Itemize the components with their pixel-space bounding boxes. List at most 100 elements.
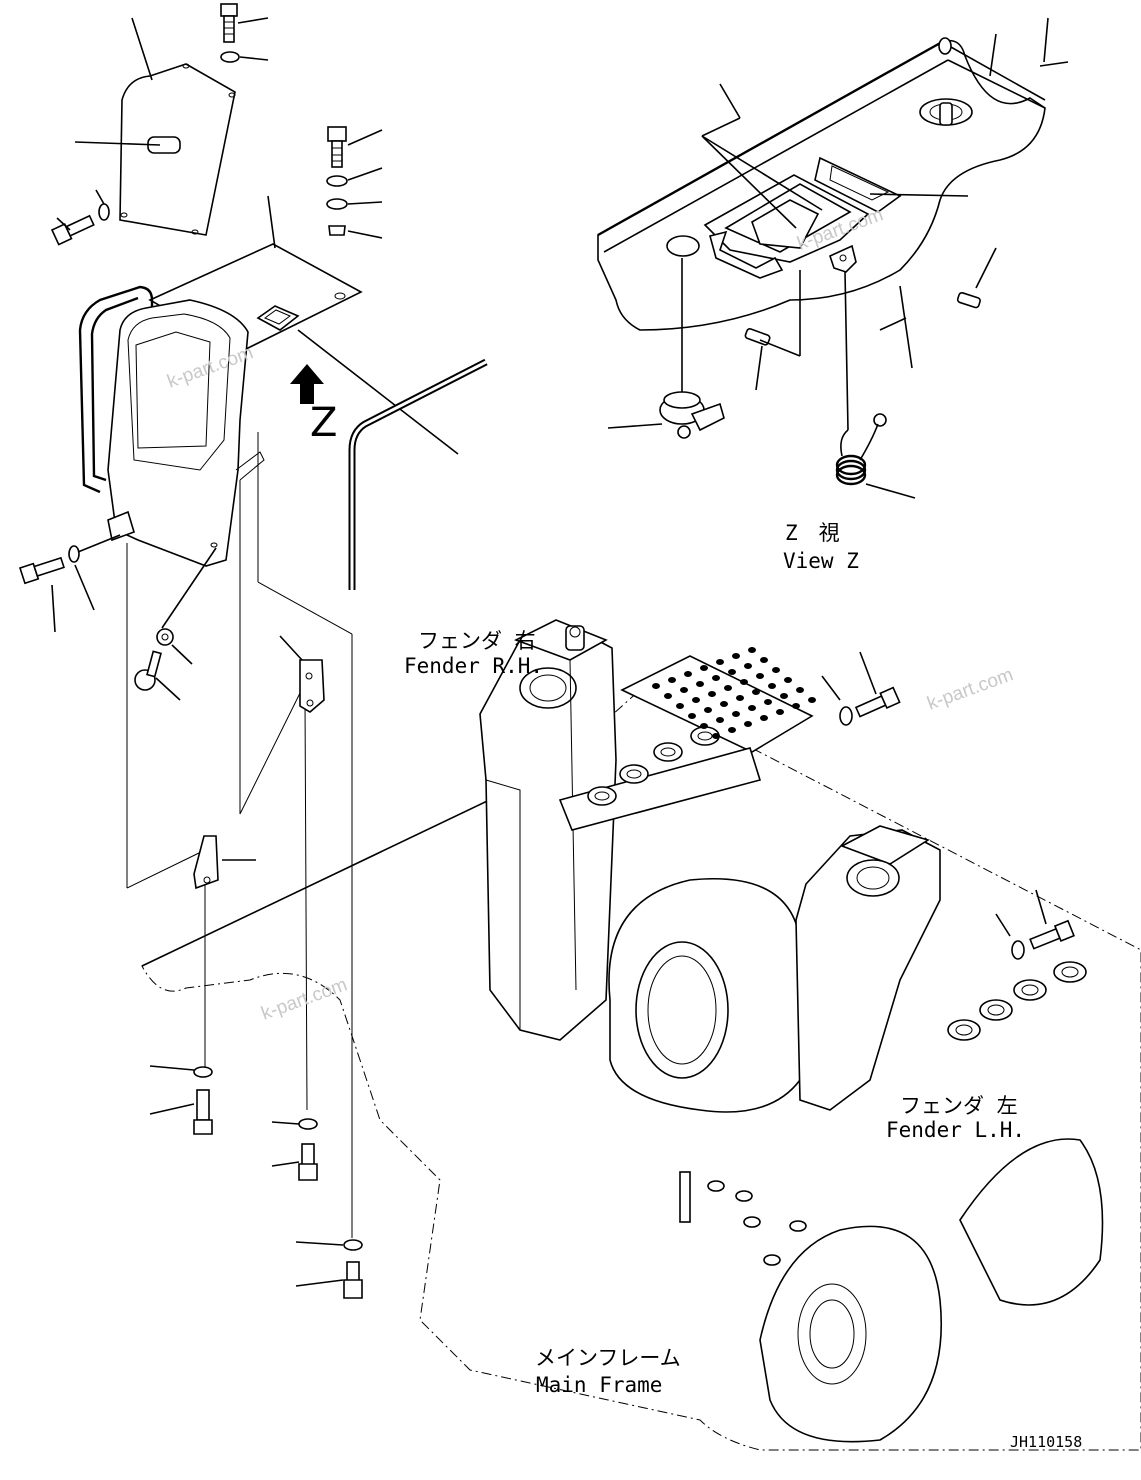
nut-mid: [328, 225, 346, 236]
cross-member: [558, 747, 762, 831]
step-hole: [764, 699, 772, 705]
bracket-lower: [193, 835, 256, 890]
washer-fender-lh: [1011, 940, 1025, 960]
main-frame: [141, 619, 1141, 1451]
view-z-spring: [835, 413, 887, 486]
boom-foot: [759, 1225, 943, 1443]
arrow-z-label: Z: [310, 400, 337, 446]
step-hole: [692, 697, 700, 703]
step-hole: [676, 703, 684, 709]
step-hole: [760, 715, 768, 721]
step-hole: [732, 711, 740, 717]
step-hole: [700, 665, 708, 671]
step-hole: [652, 683, 660, 689]
bolt-fender-lh: [1029, 919, 1075, 950]
step-hole: [716, 717, 724, 723]
fasteners-right: [821, 651, 1075, 960]
step-hole: [768, 683, 776, 689]
guide-lines: [126, 432, 353, 1238]
step-hole: [796, 687, 804, 693]
drawing-reference: JH110158: [1010, 1433, 1082, 1451]
washer-left-1: [98, 203, 110, 221]
bolt-fender-rh: [854, 686, 901, 718]
main-frame-label-en: Main Frame: [536, 1373, 662, 1397]
washer-low-3: [343, 1239, 363, 1251]
step-hole: [748, 647, 756, 653]
step-hole: [716, 659, 724, 665]
step-hole: [680, 687, 688, 693]
fender-lh-label-jp: フェンダ 左: [900, 1094, 1018, 1118]
watermark-3: k-part.com: [259, 974, 351, 1024]
bolt-left-1: [50, 214, 95, 246]
step-plate-holes: [652, 647, 816, 739]
step-hole: [712, 733, 720, 739]
step-hole: [760, 657, 768, 663]
view-z-label-en: View Z: [783, 549, 859, 573]
fender-lh-label-en: Fender L.H.: [886, 1118, 1025, 1142]
fender-rh-label-jp: フェンダ 右: [418, 629, 536, 653]
bushings-right: [947, 961, 1087, 1041]
step-hole: [808, 697, 816, 703]
clip-pin: [134, 650, 162, 691]
view-z-detail: Z 視 View Z: [597, 17, 1069, 573]
step-hole: [748, 705, 756, 711]
fasteners-lower-left: [149, 1065, 363, 1299]
step-hole: [744, 721, 752, 727]
view-z-panel: [597, 39, 1046, 331]
watermark-4: k-part.com: [925, 664, 1017, 714]
bolt-top: [220, 3, 238, 43]
bolt-left-2: [18, 556, 65, 585]
bolt-low-3: [343, 1261, 363, 1299]
step-hole: [696, 681, 704, 687]
handrail: [78, 285, 154, 494]
washer-low-2: [298, 1118, 318, 1130]
floor-bosses: [679, 1171, 807, 1266]
step-hole: [704, 707, 712, 713]
step-hole: [688, 713, 696, 719]
step-hole: [780, 693, 788, 699]
fender-rh-label-en: Fender R.H.: [404, 654, 543, 678]
bushings-upper: [587, 726, 720, 806]
plate-latch: [256, 305, 300, 331]
view-z-latch-plate: [814, 156, 902, 213]
washer-top: [220, 51, 240, 63]
washer-mid-1: [326, 175, 348, 187]
step-hole: [772, 667, 780, 673]
step-hole: [784, 677, 792, 683]
bolt-low-1: [193, 1089, 213, 1135]
washer-left-3: [156, 628, 174, 646]
view-z-hole: [666, 235, 700, 257]
frame-side-plate: [959, 1138, 1104, 1306]
washer-low-1: [193, 1066, 213, 1078]
cover-assembly: Z: [18, 3, 488, 701]
step-hole: [724, 685, 732, 691]
step-hole: [792, 703, 800, 709]
step-hole: [752, 689, 760, 695]
view-z-pin-right: [956, 291, 981, 309]
step-hole: [776, 709, 784, 715]
bolt-low-2: [298, 1143, 318, 1181]
step-hole: [664, 693, 672, 699]
bolt-mid: [327, 126, 347, 168]
step-hole: [756, 673, 764, 679]
main-frame-label-jp: メインフレーム: [535, 1346, 681, 1370]
step-hole: [684, 671, 692, 677]
view-arrow-z: [290, 364, 324, 404]
step-hole: [740, 679, 748, 685]
washer-mid-2: [326, 198, 348, 210]
step-hole: [708, 691, 716, 697]
step-hole: [728, 669, 736, 675]
step-hole: [700, 723, 708, 729]
step-hole: [728, 727, 736, 733]
step-hole: [744, 663, 752, 669]
battery-box-cover: [107, 299, 249, 567]
step-hole: [712, 675, 720, 681]
step-hole: [736, 695, 744, 701]
washer-fender-rh: [839, 706, 853, 726]
bracket-upper: [279, 635, 325, 713]
view-z-rubber-stopper: [659, 391, 725, 439]
view-z-label-jp: Z 視: [785, 521, 840, 545]
washer-left-2: [68, 545, 80, 563]
